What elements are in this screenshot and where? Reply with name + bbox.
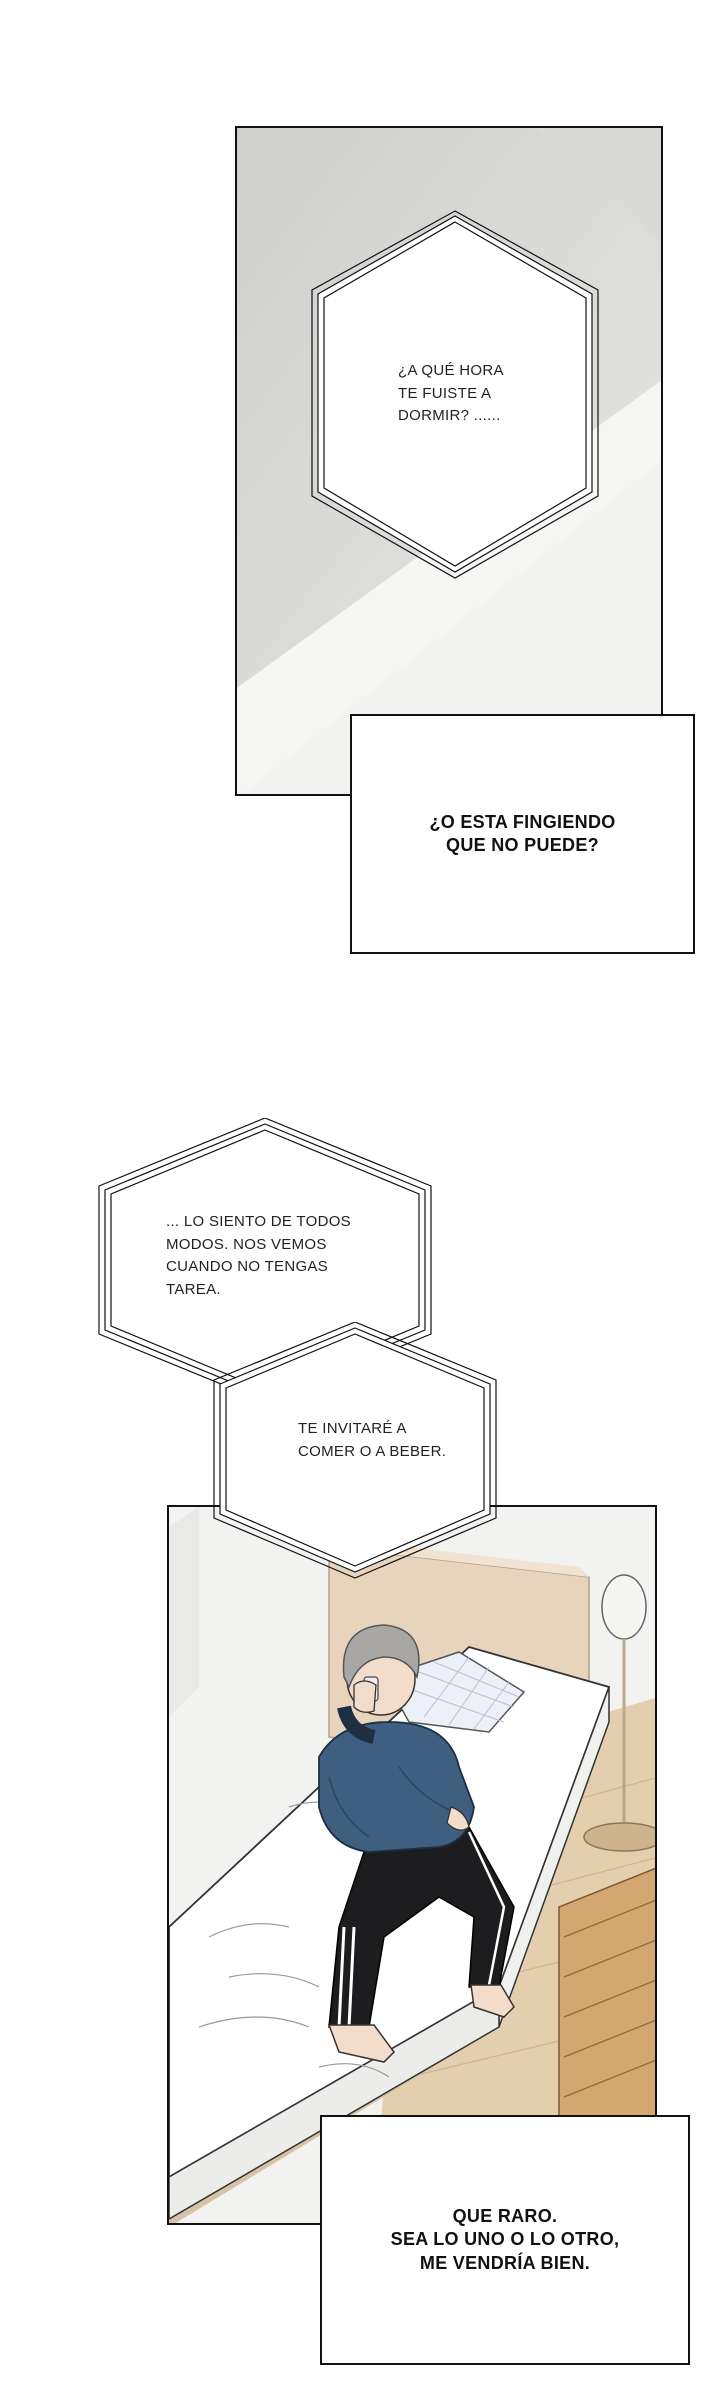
narration-caption-strange: QUE RARO. SEA LO UNO O LO OTRO, ME VENDR…: [320, 2115, 690, 2365]
speech-bubble-hexagon: [311, 210, 599, 579]
panel-bedroom: [167, 1505, 657, 2225]
bubble-text-invite: TE INVITARÉ A COMER O A BEBER.: [298, 1420, 447, 1460]
caption-text: QUE RARO. SEA LO UNO O LO OTRO, ME VENDR…: [390, 2205, 620, 2273]
caption-text: ¿O ESTA FINGIENDO QUE NO PUEDE?: [429, 811, 616, 855]
bedroom-illustration: [169, 1507, 655, 2223]
speech-bubble-hexagon-invite: [213, 1322, 497, 1579]
bubble-text-bedtime: ¿A QUÉ HORA TE FUISTE A DORMIR? ......: [398, 362, 504, 424]
bubble-text-apology: ... LO SIENTO DE TODOS MODOS. NOS VEMOS …: [166, 1213, 351, 1298]
narration-caption-faking: ¿O ESTA FINGIENDO QUE NO PUEDE?: [350, 714, 695, 954]
